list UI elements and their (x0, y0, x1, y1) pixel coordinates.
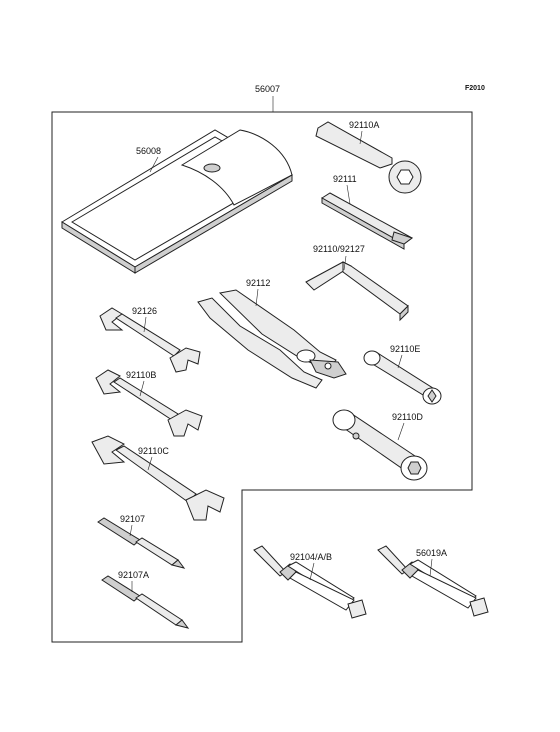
wrench-small (99, 307, 201, 373)
hex-key (305, 261, 409, 322)
wrench-large (91, 435, 225, 521)
screwdriver-a (101, 575, 190, 629)
label-wrench-mid: 92110B (126, 370, 156, 380)
kit-boundary (51, 111, 473, 643)
box-wrench-d (332, 409, 428, 481)
pliers (197, 289, 347, 389)
label-screwdriver: 92107 (120, 514, 145, 524)
sealant-tube-1 (253, 545, 367, 619)
label-hex-key: 92110/92127 (313, 244, 365, 254)
label-box-wrench-e: 92110E (390, 344, 420, 354)
tool-bag (61, 129, 293, 274)
screwdriver (97, 517, 186, 569)
label-sealant-tube-2: 56019A (416, 548, 447, 558)
label-wrench-small: 92126 (132, 306, 157, 316)
label-screwdriver-a: 92107A (118, 570, 149, 580)
label-extension-bar: 92111 (333, 174, 357, 184)
extension-bar (321, 192, 414, 250)
label-bag: 56008 (136, 146, 161, 156)
label-wrench-large: 92110C (138, 446, 169, 456)
box-wrench-e (363, 350, 442, 405)
wrench-mid (95, 369, 203, 437)
sealant-tube-2 (377, 545, 489, 617)
assembly-label: 56007 (255, 84, 280, 94)
label-pliers: 92112 (246, 278, 270, 288)
label-sealant-tube-1: 92104/A/B (290, 552, 332, 562)
label-box-wrench-d: 92110D (392, 412, 423, 422)
label-ring-wrench: 92110A (349, 120, 379, 130)
figure-code: F2010 (465, 85, 485, 92)
ring-wrench (315, 121, 422, 194)
